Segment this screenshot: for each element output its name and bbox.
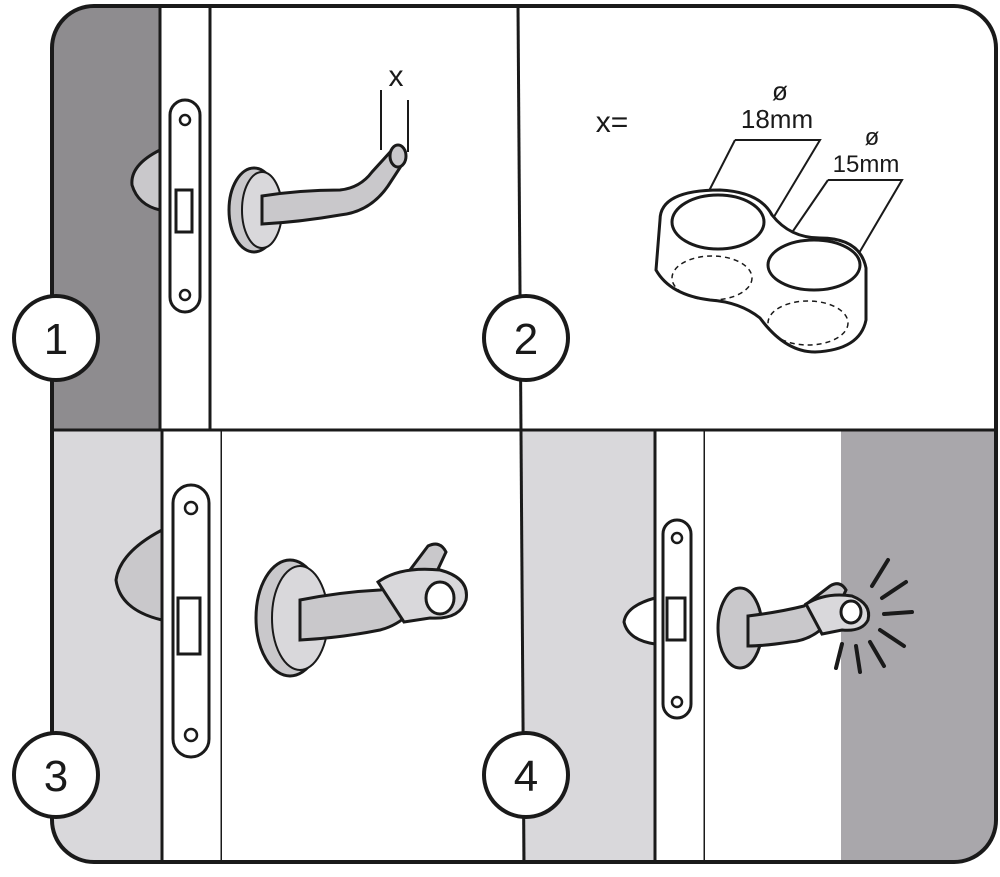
step-3-badge: 3: [12, 731, 100, 819]
latch: [174, 188, 194, 234]
outer-frame: [50, 4, 998, 864]
back-handle: [130, 147, 162, 212]
large-hole: [670, 193, 766, 251]
large-hole-size: 18mm: [741, 104, 813, 134]
wall: [841, 430, 996, 862]
leader-small: [828, 179, 904, 266]
small-hole-size: 15mm: [833, 151, 900, 178]
impact-lines: [834, 558, 914, 674]
step-4-badge: 4: [482, 731, 570, 819]
step-number: 2: [514, 315, 538, 364]
back-handle: [114, 527, 164, 622]
leader-large: [735, 139, 822, 241]
diameter-symbol-large: ø: [772, 76, 788, 106]
x-equals-label: x=: [596, 106, 629, 139]
step-number: 1: [44, 315, 68, 364]
panel-3: [52, 428, 522, 862]
panel-4: [522, 428, 996, 862]
latch: [176, 596, 202, 656]
step-1-badge: 1: [12, 294, 100, 382]
step-number: 4: [514, 752, 538, 801]
diameter-symbol-small: ø: [865, 124, 880, 151]
door-handle: [298, 542, 448, 642]
step-2-badge: 2: [482, 294, 570, 382]
measure-x-label: x: [389, 60, 404, 93]
panel-2: x= ø 18mm ø 15mm: [522, 6, 996, 430]
small-hole: [766, 238, 862, 292]
step-number: 3: [44, 752, 68, 801]
latch: [665, 596, 687, 642]
panel-1: x: [52, 6, 522, 432]
vertical-divider: [516, 6, 526, 862]
panels: x x= ø 18mm ø 15mm: [52, 6, 996, 862]
